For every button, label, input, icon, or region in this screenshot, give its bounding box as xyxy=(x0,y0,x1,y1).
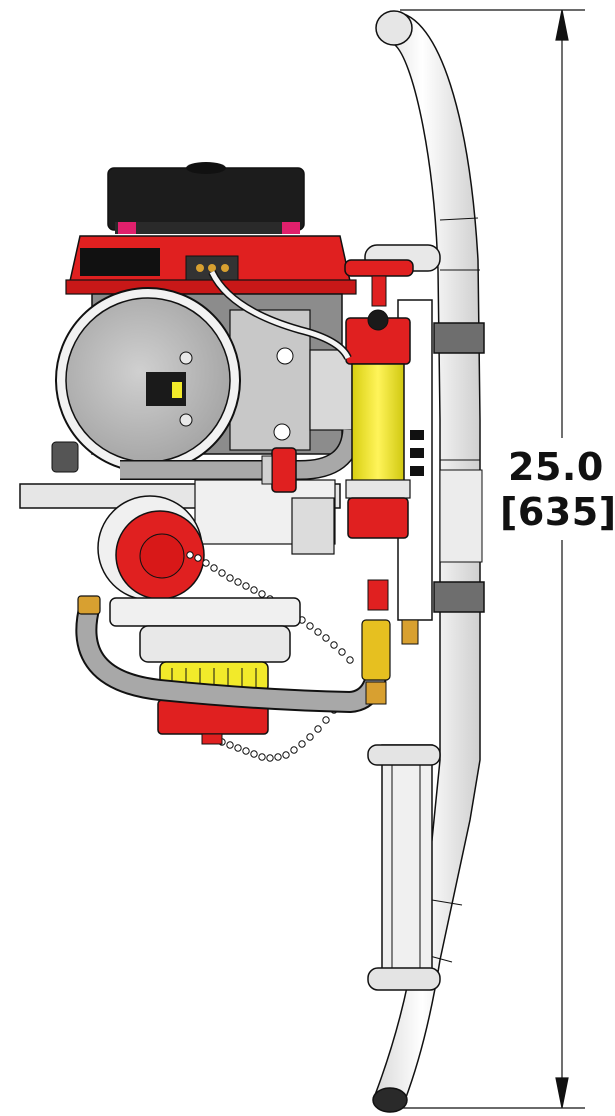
dimension-inches-label: 25.0 xyxy=(508,445,604,489)
frame-tube xyxy=(372,10,481,1113)
suction-cap xyxy=(157,699,269,745)
dimension-line xyxy=(400,9,585,1109)
pressure-gauge xyxy=(55,287,241,473)
hose-red-fitting xyxy=(261,447,297,493)
frame-rail xyxy=(367,744,441,991)
tube-top-end xyxy=(375,10,413,46)
pink-mount-right xyxy=(282,222,300,234)
side-knob xyxy=(51,441,79,473)
dimension-arrow-top xyxy=(555,9,569,41)
pump-body xyxy=(109,597,301,693)
water-filter xyxy=(344,259,414,611)
outlet-cap xyxy=(97,495,205,601)
chain-lower xyxy=(218,706,338,762)
pink-mount-left xyxy=(118,222,136,234)
engine-red-housing xyxy=(65,235,357,295)
tube-bottom-end xyxy=(372,1087,408,1113)
dimension-mm-label: [635] xyxy=(500,490,615,534)
brass-fittings xyxy=(77,595,419,705)
dimension-arrow-bottom xyxy=(555,1077,569,1109)
clamp-bands xyxy=(433,322,485,613)
engine-fan-cover xyxy=(107,162,305,234)
